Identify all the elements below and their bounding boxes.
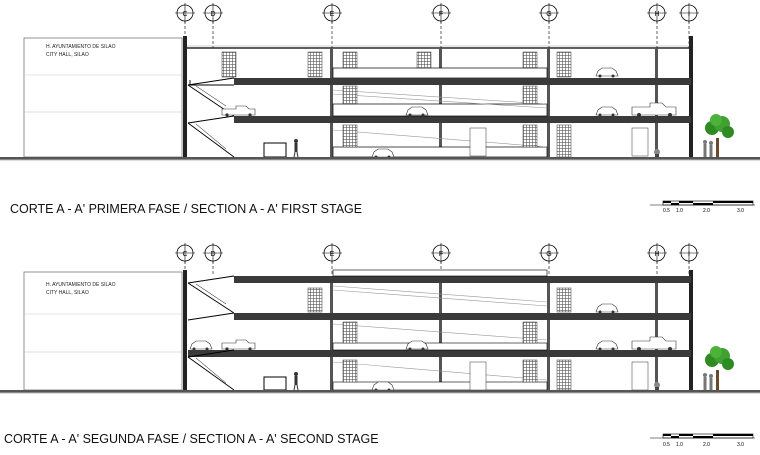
axis-bubble-h: H [647,243,667,275]
parking-structure-section [183,36,693,159]
scale-label-20: 2.0 [703,208,710,214]
scale-label-10: 1.0 [676,442,683,448]
axis-bubble-h: H [647,3,667,48]
pickup-truck-icon [221,105,256,117]
existing-building-elevation: H. AYUNTAMIENTO DE SILAO CITY HALL, SILA… [23,271,183,391]
section-title-first-stage: CORTE A - A' PRIMERA FASE / SECTION A - … [10,202,362,216]
section-second-stage: C D E F [0,243,760,448]
building-name-es: H. AYUNTAMIENTO DE SILAO [46,44,116,50]
graphic-scale-bar: 0.5 1.0 2.0 3.0 [650,200,755,214]
scale-label-30: 3.0 [737,442,744,448]
axis-label-c: C [182,11,187,18]
car-icon [405,106,429,117]
person-figure-icon [293,372,299,391]
axis-label-h: H [654,251,659,258]
stair-section [187,275,235,391]
plant-icon [654,382,660,390]
slab-level-2 [234,78,691,85]
ground-line [0,390,760,393]
slab-level-1 [188,350,691,357]
axis-label-i: I [688,251,690,258]
parking-structure-section [183,269,693,392]
car-icon [189,340,213,351]
grid-axes-second: C D E F [175,243,699,275]
pickup-truck-icon [631,102,677,117]
car-icon [595,303,619,314]
scale-label-05: 0.5 [663,442,670,448]
building-name-en: CITY HALL, SILAO [46,290,89,296]
tree-icon [705,346,734,390]
axis-bubble-f: F [431,243,451,275]
section-first-stage: C D E F [0,3,760,216]
scale-label-30: 3.0 [737,208,744,214]
slab-level-2 [234,313,691,320]
car-icon [595,106,619,117]
axis-bubble-d: D [203,243,223,275]
tree-icon [705,114,734,158]
axis-label-d: D [210,11,215,18]
axis-bubble-g: G [539,243,559,275]
axis-bubble-c: C [175,3,195,48]
existing-building-elevation: H. AYUNTAMIENTO DE SILAO CITY HALL, SILA… [23,37,183,158]
axis-label-f: F [439,251,443,258]
axis-label-e: E [330,251,335,258]
people-figures-icon [703,373,713,390]
axis-bubble-f: F [431,3,451,48]
axis-label-h: H [654,11,659,18]
axis-bubble-e: E [322,3,342,48]
person-figure-icon [293,139,299,158]
axis-label-e: E [330,11,335,18]
pickup-truck-icon [221,339,256,351]
scale-label-20: 2.0 [703,442,710,448]
axis-label-d: D [210,251,215,258]
building-name-en: CITY HALL, SILAO [46,52,89,58]
axis-label-g: G [546,11,551,18]
axis-label-g: G [546,251,551,258]
axis-bubble-g: G [539,3,559,48]
grid-axes-first: C D E F [175,3,699,48]
car-icon [595,67,619,78]
axis-bubble-c: C [175,243,195,275]
car-icon [595,340,619,351]
axis-bubble-d: D [203,3,223,48]
car-icon [405,340,429,351]
plant-icon [654,149,660,157]
axis-label-i: I [688,11,690,18]
ground-line [0,157,760,160]
pickup-truck-icon [631,336,677,351]
people-figures-icon [703,140,713,157]
axis-bubble-e: E [322,243,342,275]
stair-section [187,77,235,158]
building-name-es: H. AYUNTAMIENTO DE SILAO [46,282,116,288]
slab-level-1 [234,116,691,123]
scale-label-05: 0.5 [663,208,670,214]
axis-label-c: C [182,251,187,258]
section-title-second-stage: CORTE A - A' SEGUNDA FASE / SECTION A - … [4,432,379,446]
slab-level-3 [234,276,691,283]
axis-label-f: F [439,11,443,18]
graphic-scale-bar: 0.5 1.0 2.0 3.0 [650,433,755,448]
scale-label-10: 1.0 [676,208,683,214]
